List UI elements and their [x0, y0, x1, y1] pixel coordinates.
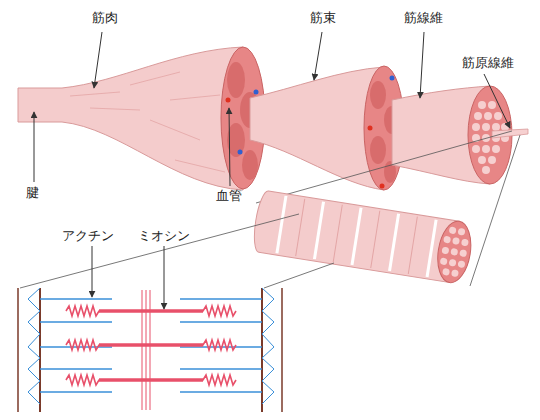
vessel-dot [368, 126, 373, 131]
leader-arrow [420, 32, 424, 98]
leader-arrow [164, 246, 165, 309]
part-label: 腱 [26, 185, 39, 201]
z-disc-links [262, 288, 274, 404]
edge-line [17, 288, 19, 412]
part-label: アクチン [62, 228, 114, 244]
z-disc-links [28, 288, 40, 404]
leader-arrow [229, 108, 230, 186]
edge-line [281, 288, 283, 412]
muscle-body [18, 47, 243, 190]
part-label: 血管 [216, 188, 242, 204]
vessel-dot [390, 76, 395, 81]
m-line [142, 290, 143, 410]
m-line [150, 290, 151, 410]
sarcomere [18, 288, 282, 412]
myofibril-enlarged [251, 190, 475, 285]
leader-arrow [314, 32, 322, 80]
myosin-filament [66, 306, 236, 316]
zoom-line [256, 131, 512, 203]
zoom-line [20, 214, 299, 288]
part-label: ミオシン [138, 228, 190, 244]
leader-arrow [94, 32, 102, 88]
part-label: 筋肉 [92, 10, 118, 26]
muscle-texture [70, 72, 225, 172]
z-line [39, 288, 41, 412]
actin-filament [40, 322, 262, 323]
actin-filament [40, 392, 262, 393]
z-line [261, 288, 263, 412]
myosin-filament [66, 375, 236, 385]
vessel-dot [226, 98, 231, 103]
vessel-dot [380, 184, 385, 189]
part-label: 筋原線維 [462, 55, 514, 71]
myofibril-sections [472, 101, 509, 174]
zoom-line [264, 263, 334, 288]
leader-arrow [92, 246, 93, 297]
part-label: 筋束 [310, 10, 336, 26]
leader-lines [34, 32, 510, 309]
m-line [146, 290, 147, 410]
single-myofibril [492, 129, 528, 138]
myosin-filament [66, 340, 236, 350]
part-label: 筋線維 [404, 10, 443, 26]
leader-arrow [484, 74, 510, 128]
actin-filament [40, 369, 262, 370]
actin-filament [40, 299, 262, 300]
leader-arrow [34, 112, 35, 182]
zoom-line [470, 135, 520, 286]
vessel-dot [238, 150, 243, 155]
vessel-dot [254, 90, 259, 95]
